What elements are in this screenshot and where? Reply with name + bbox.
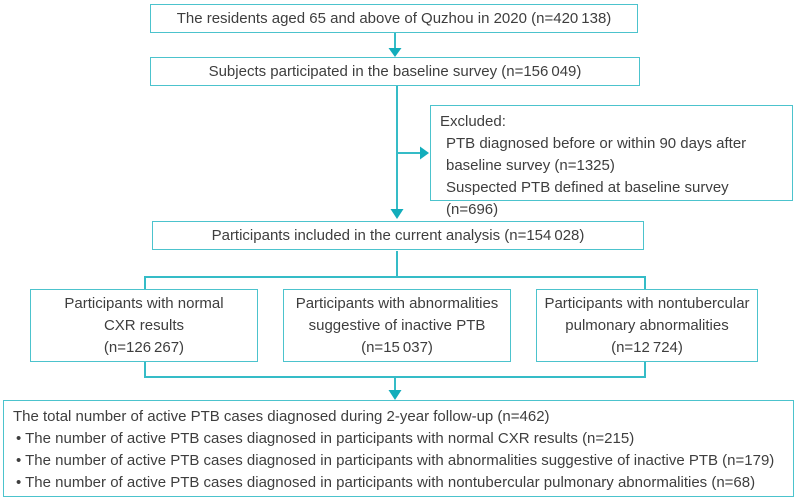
followup-line: • The number of active PTB cases diagnos… [16,430,635,447]
box-baseline-survey-text: Subjects participated in the baseline su… [208,62,582,80]
followup-line: • The number of active PTB cases diagnos… [16,452,775,469]
excluded-line: Suspected PTB defined at baseline survey… [446,179,729,218]
arrow-right-icon [420,146,429,160]
box-nontubercular-text: Participants with nontubercular pulmonar… [544,294,750,356]
excluded-title: Excluded: [440,113,506,130]
box-excluded: Excluded: PTB diagnosed before or within… [430,105,793,218]
box-residents-text: The residents aged 65 and above of Quzho… [176,9,612,27]
box-current-analysis: Participants included in the current ana… [152,221,644,250]
box-inactive-ptb-text: Participants with abnormalities suggesti… [295,294,499,356]
excluded-line: baseline survey (n=1325) [446,157,615,174]
box-inactive-ptb: Participants with abnormalities suggesti… [283,289,511,362]
followup-line: The total number of active PTB cases dia… [13,408,550,425]
arrow-down-icon [388,390,402,400]
arrow-down-icon [390,209,404,219]
box-current-analysis-text: Participants included in the current ana… [211,226,585,244]
box-nontubercular: Participants with nontubercular pulmonar… [536,289,758,362]
box-followup-results: The total number of active PTB cases dia… [3,400,794,497]
box-normal-cxr: Participants with normal CXR results (n=… [30,289,258,362]
followup-line: • The number of active PTB cases diagnos… [16,474,756,491]
excluded-line: PTB diagnosed before or within 90 days a… [446,135,747,152]
box-baseline-survey: Subjects participated in the baseline su… [150,57,640,86]
box-residents: The residents aged 65 and above of Quzho… [150,4,638,33]
box-normal-cxr-text: Participants with normal CXR results (n=… [64,294,224,356]
arrow-down-icon [388,48,402,57]
